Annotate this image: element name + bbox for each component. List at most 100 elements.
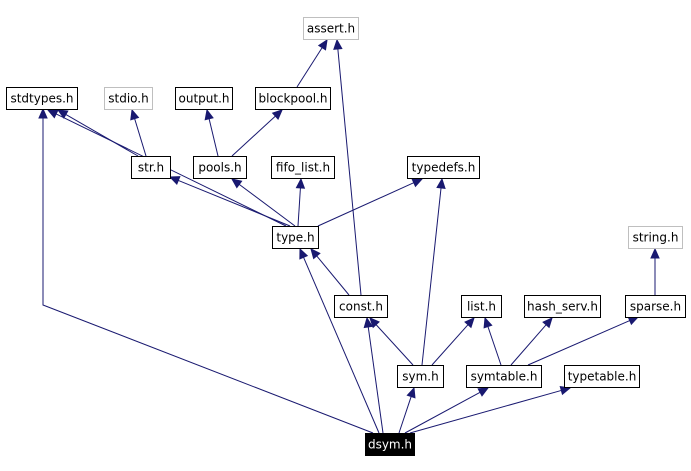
node-list[interactable]: list.h [461,295,502,318]
node-label: const.h [339,300,383,314]
arrowhead [168,176,181,186]
node-box[interactable] [255,87,331,110]
edge-line [487,326,502,366]
arrowhead [406,386,416,399]
node-box[interactable] [131,156,171,179]
edge-line [510,324,547,366]
node-typedefs[interactable]: typedefs.h [407,156,480,179]
edge-line [431,324,469,366]
edge-line [65,114,139,157]
node-box[interactable] [175,87,233,110]
node-box[interactable] [407,156,480,179]
edge-dsym-to-typetable [409,385,572,434]
node-label: symtable.h [471,370,538,384]
arrowhead [464,317,475,329]
node-label: hash_serv.h [527,300,598,314]
node-label: typetable.h [568,370,637,384]
node-typetable[interactable]: typetable.h [564,365,640,388]
edge-type-to-fifo_list [295,177,306,227]
arrowhead [369,317,380,329]
node-type[interactable]: type.h [272,226,319,249]
node-label: type.h [276,231,314,245]
node-sym[interactable]: sym.h [397,365,444,388]
edge-symtable-to-list [483,316,502,366]
node-const[interactable]: const.h [334,295,388,318]
arrowhead [436,177,446,189]
node-blockpool[interactable]: blockpool.h [255,87,331,110]
edge-type-to-stdtypes [46,109,287,227]
edge-dsym-to-type [299,247,380,434]
node-label: list.h [467,300,496,314]
arrowhead [310,248,321,260]
node-assert[interactable]: assert.h [303,17,359,40]
node-label: pools.h [198,161,241,175]
edge-dsym-to-stdtypes [38,107,374,434]
edge-symtable-to-hash_serv [510,317,553,366]
edge-sym-to-typedefs [421,177,446,366]
edge-const-to-assert [333,38,362,296]
node-output[interactable]: output.h [175,87,233,110]
edges-layer [38,38,660,434]
node-sparse[interactable]: sparse.h [625,295,686,318]
edge-line [317,182,415,227]
arrowhead [411,178,424,188]
node-box[interactable] [524,295,601,318]
arrowhead [231,178,243,189]
node-dsym[interactable]: dsym.h [365,433,415,456]
node-box[interactable] [272,226,319,249]
node-pools[interactable]: pools.h [193,156,247,179]
edge-pools-to-output [204,108,219,157]
node-label: fifo_list.h [276,161,330,175]
arrowhead [333,38,343,50]
edge-sym-to-list [431,317,475,366]
arrowhead [295,177,306,189]
node-stdio[interactable]: stdio.h [104,87,153,110]
node-box[interactable] [628,226,683,249]
edge-line [208,118,219,157]
node-fifo-list[interactable]: fifo_list.h [271,156,335,179]
edge-line [337,48,362,296]
node-box[interactable] [397,365,444,388]
edge-dsym-to-symtable [404,387,490,434]
arrowhead [38,107,48,119]
node-label: sparse.h [630,300,681,314]
node-box[interactable] [334,295,388,318]
arrowhead [627,316,640,326]
node-label: sym.h [402,370,438,384]
node-box[interactable] [271,156,335,179]
edge-dsym-to-const [363,316,384,434]
node-str[interactable]: str.h [131,156,171,179]
edge-blockpool-to-assert [296,38,328,88]
node-box[interactable] [303,17,359,40]
node-symtable[interactable]: symtable.h [466,365,542,388]
arrowhead [483,316,493,329]
arrowhead [271,109,283,120]
edge-line [398,396,412,434]
edge-line [316,255,350,296]
edge-str-to-stdio [130,108,147,157]
edge-type-to-typedefs [317,178,424,227]
node-hash-serv[interactable]: hash_serv.h [524,295,601,318]
node-box[interactable] [466,365,542,388]
node-stdtypes[interactable]: stdtypes.h [6,87,78,110]
edge-line [231,115,276,157]
edge-pools-to-blockpool [231,109,283,157]
edge-line [134,118,147,157]
node-label: str.h [138,161,164,175]
edge-line [367,326,384,434]
edge-line [42,118,374,434]
edge-line [296,47,323,88]
node-box[interactable] [365,433,415,456]
node-box[interactable] [564,365,640,388]
node-string[interactable]: string.h [628,226,683,249]
node-box[interactable] [625,295,686,318]
edge-line [178,179,291,227]
node-box[interactable] [461,295,502,318]
edge-line [297,187,301,227]
node-box[interactable] [6,87,78,110]
node-box[interactable] [104,87,153,110]
edge-type-to-str [168,176,291,227]
edge-type-to-pools [231,178,296,227]
node-box[interactable] [193,156,247,179]
